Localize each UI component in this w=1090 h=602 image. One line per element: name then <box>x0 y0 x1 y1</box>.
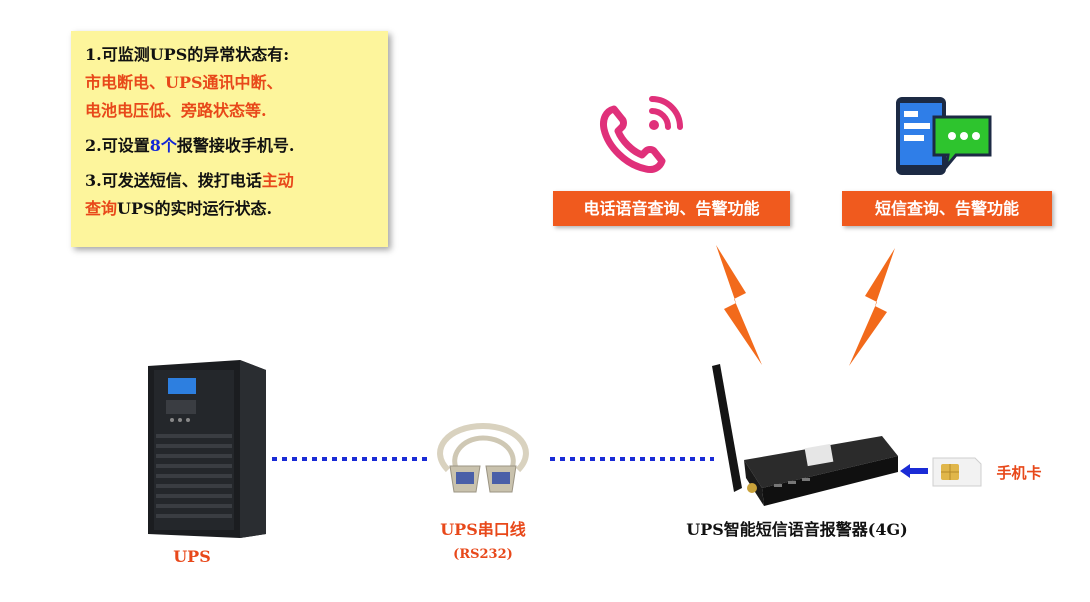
monitor-states-a: 市电断电、UPS通讯中断、 <box>85 73 283 92</box>
numbers-count: 8个 <box>149 136 177 155</box>
query-red-b: 查询 <box>85 199 118 218</box>
phone-query-badge: 电话语音查询、告警功能 <box>553 191 790 226</box>
item-number: 3. <box>85 171 102 190</box>
numbers-text-b: 报警接收手机号. <box>176 136 295 155</box>
serial-cable-icon <box>437 422 529 493</box>
item-number: 2. <box>85 136 102 155</box>
ups-label: UPS <box>173 547 211 566</box>
connection-line-ups-cable <box>272 457 428 461</box>
connection-line-cable-device <box>550 457 714 461</box>
insert-arrow-icon <box>900 464 928 478</box>
sim-card-icon <box>932 457 982 487</box>
sms-phone-icon <box>896 97 992 175</box>
sms-query-badge: 短信查询、告警功能 <box>842 191 1052 226</box>
device-label: UPS智能短信语音报警器(4G) <box>686 520 908 539</box>
lightning-bolt-icon <box>716 245 762 365</box>
numbers-text-a: 可设置 <box>101 136 150 155</box>
ups-unit-icon <box>148 360 266 538</box>
info-item-monitor: 1.可监测UPS的异常状态有: 市电断电、UPS通讯中断、 电池电压低、旁路状态… <box>85 41 374 125</box>
monitor-title: 可监测UPS的异常状态有: <box>101 45 290 64</box>
lightning-bolt-icon <box>849 248 895 366</box>
sim-card-label: 手机卡 <box>996 464 1042 482</box>
query-red-a: 主动 <box>261 171 294 190</box>
phone-call-icon <box>600 96 683 173</box>
query-text-a: 可发送短信、拨打电话 <box>101 171 262 190</box>
info-item-query: 3.可发送短信、拨打电话主动 查询UPS的实时运行状态. <box>85 167 374 223</box>
alarm-device-icon <box>712 364 898 506</box>
info-box: 1.可监测UPS的异常状态有: 市电断电、UPS通讯中断、 电池电压低、旁路状态… <box>71 31 388 247</box>
monitor-states-b: 电池电压低、旁路状态等. <box>85 101 267 120</box>
cable-label: UPS串口线 <box>440 520 526 539</box>
item-number: 1. <box>85 45 102 64</box>
info-item-numbers: 2.可设置8个报警接收手机号. <box>85 132 374 160</box>
cable-sublabel: (RS232) <box>453 547 513 562</box>
query-text-b: UPS的实时运行状态. <box>117 199 273 218</box>
